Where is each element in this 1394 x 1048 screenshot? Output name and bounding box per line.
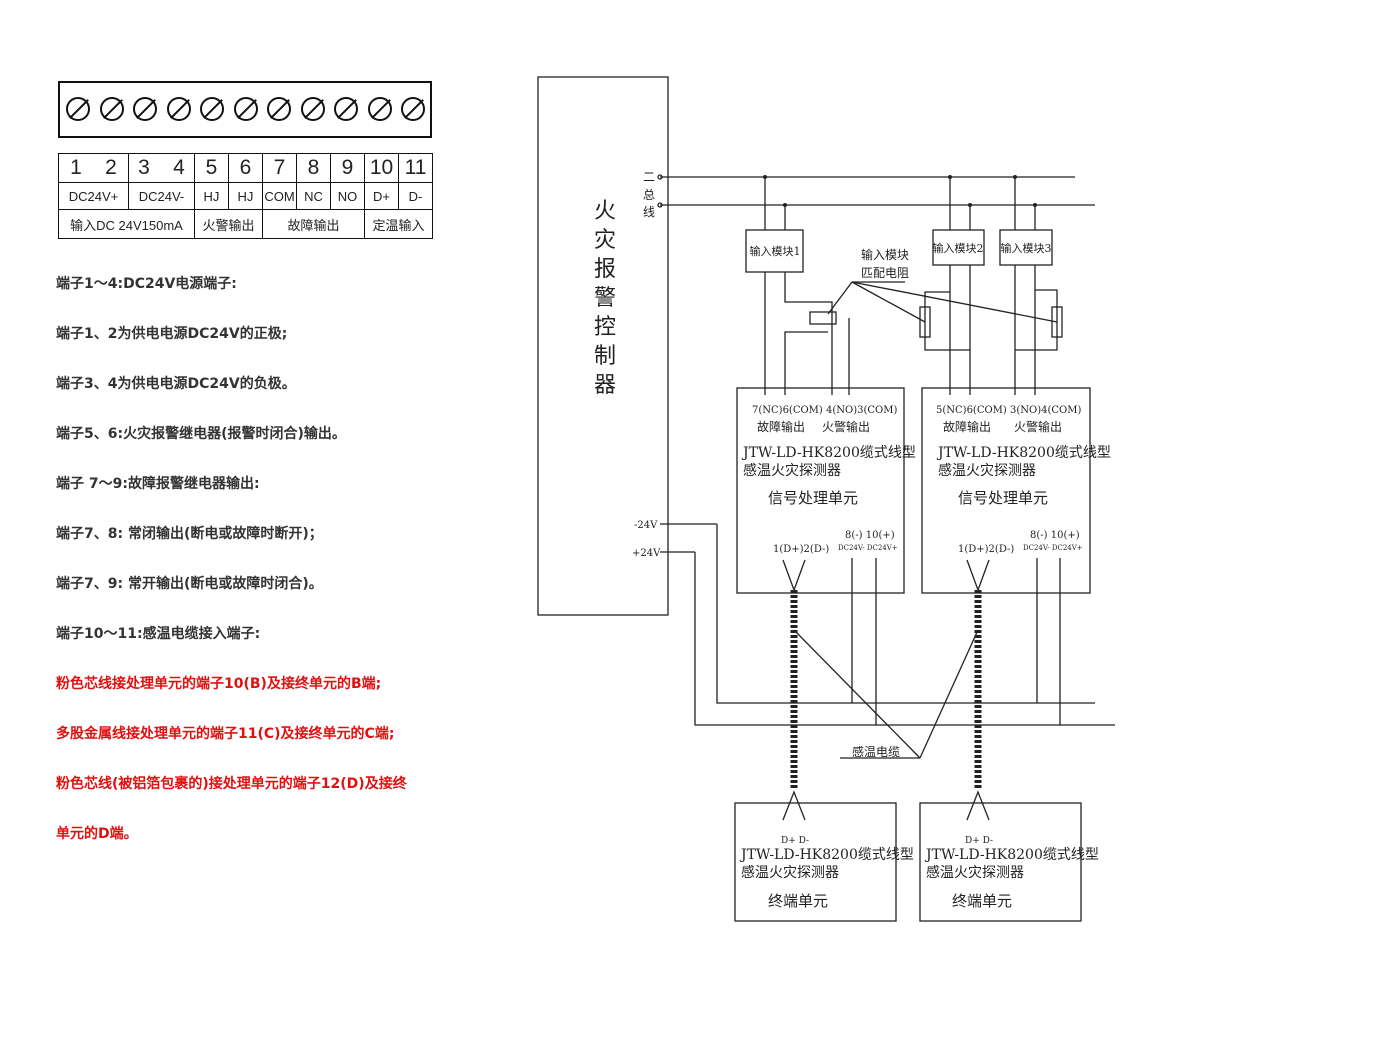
note-line: 端子1～4:DC24V电源端子:	[56, 276, 237, 292]
detector-name: JTW-LD-HK8200缆式线型	[936, 445, 1111, 461]
d-terminal-label: 1(D+)2(D-)	[773, 544, 829, 555]
controller-label-char: 制	[594, 344, 616, 369]
cable-label: 感温电缆	[852, 744, 900, 759]
plus-24v-label: +24V	[632, 548, 661, 559]
matching-resistor	[919, 306, 931, 338]
d-terminal-label: 1(D+)2(D-)	[958, 544, 1014, 555]
controller-label-char: 火	[594, 199, 616, 224]
processing-unit-left	[736, 387, 905, 594]
terminal-number-cell: 9	[330, 153, 365, 183]
terminal-screw-icon	[233, 97, 258, 121]
bus-terminal	[657, 202, 663, 208]
terminal-group-cell: 定温输入	[364, 209, 433, 239]
terminal-screw-icon	[133, 97, 157, 121]
note-line: 端子 7～9:故障报警继电器输出:	[56, 476, 260, 492]
terminal-number-cell: 11	[398, 153, 433, 183]
end-unit-left	[734, 802, 897, 922]
note-line: 端子10～11:感温电缆接入端子:	[56, 626, 261, 642]
terminal-screw-icon	[401, 97, 425, 121]
power-terminal-sub: DC24V- DC24V+	[1023, 544, 1083, 552]
controller-label-char: 控	[594, 315, 616, 340]
note-line-red: 单元的D端。	[56, 826, 138, 842]
note-line-red: 多股金属线接处理单元的端子11(C)及接终单元的C端;	[56, 726, 395, 742]
bus-label-char: 线	[643, 205, 655, 219]
controller-label-char: 警	[594, 286, 616, 311]
resistor-label: 匹配电阻	[861, 266, 909, 280]
power-terminal-label: 8(-) 10(+)	[845, 530, 895, 541]
fire-output-label: 火警输出	[1014, 419, 1062, 434]
input-module-2-box	[932, 229, 985, 266]
terminal-strip	[58, 81, 432, 138]
end-unit-right	[919, 802, 1082, 922]
input-module-1-box	[745, 229, 804, 273]
terminal-number-cell: 7	[262, 153, 297, 183]
minus-24v-label: -24V	[634, 520, 658, 531]
controller-label-char: 灾	[594, 228, 616, 253]
matching-resistor	[1051, 306, 1063, 338]
terminal-number-cell: 5	[194, 153, 229, 183]
terminal-screw-icon	[267, 97, 291, 121]
detector-name: 感温火灾探测器	[743, 462, 841, 479]
resistor-label: 输入模块	[861, 247, 909, 262]
detector-name: 感温火灾探测器	[926, 864, 1024, 881]
detector-name: JTW-LD-HK8200缆式线型	[924, 847, 1099, 863]
matching-resistor	[809, 311, 837, 325]
input-module-label: 输入模块1	[750, 244, 801, 258]
input-module-label: 输入模块3	[1001, 241, 1052, 255]
bus-terminal	[657, 174, 663, 180]
processing-unit-label: 信号处理单元	[958, 489, 1048, 507]
power-terminal-sub: DC24V- DC24V+	[838, 544, 898, 552]
note-line: 端子7、9: 常开输出(断电或故障时闭合)。	[56, 576, 323, 592]
terminal-group-cell: 故障输出	[262, 209, 365, 239]
fault-output-label: 故障输出	[943, 419, 991, 434]
terminal-number-cell: 3 4	[127, 153, 196, 183]
terminal-screw-icon	[66, 97, 90, 121]
fault-output-label: 故障输出	[757, 419, 805, 434]
note-line: 端子5、6:火灾报警继电器(报警时闭合)输出。	[56, 426, 346, 442]
terminal-signal-cell: D+	[364, 182, 399, 210]
bus-label-char: 总	[643, 188, 655, 202]
controller-label-char: 器	[594, 373, 616, 398]
processing-unit-right	[921, 387, 1091, 594]
detector-name: JTW-LD-HK8200缆式线型	[739, 847, 914, 863]
detector-name: 感温火灾探测器	[741, 864, 839, 881]
controller-label-char: 报	[594, 257, 616, 282]
detector-name: 感温火灾探测器	[938, 462, 1036, 479]
terminal-screw-icon	[334, 97, 358, 121]
unit-terminal-label: 5(NC)6(COM) 3(NO)4(COM)	[936, 405, 1081, 416]
note-line: 端子7、8: 常闭输出(断电或故障时断开)；	[56, 526, 323, 542]
controller-box	[537, 76, 669, 616]
end-unit-label: 终端单元	[952, 892, 1012, 910]
terminal-signal-cell: DC24V+	[58, 182, 129, 210]
terminal-group-cell: 输入DC 24V150mA	[58, 209, 195, 239]
terminal-signal-cell: D-	[398, 182, 433, 210]
unit-terminal-label: 7(NC)6(COM) 4(NO)3(COM)	[752, 405, 897, 416]
end-d-terminal-label: D+ D-	[781, 836, 809, 846]
terminal-group-cell: 火警输出	[194, 209, 263, 239]
note-line: 端子1、2为供电电源DC24V的正极;	[56, 326, 288, 342]
terminal-table: 1 2 3 4 5 6 7 8 9 10 11 DC24V+ DC24V- HJ…	[58, 153, 433, 239]
terminal-screw-icon	[367, 97, 392, 121]
input-module-label: 输入模块2	[933, 241, 984, 255]
note-line-red: 粉色芯线接处理单元的端子10(B)及接终单元的B端;	[56, 676, 382, 692]
end-d-terminal-label: D+ D-	[965, 836, 993, 846]
input-module-3-box	[999, 229, 1053, 266]
note-line: 端子3、4为供电电源DC24V的负极。	[56, 376, 296, 392]
terminal-screw-icon	[300, 97, 325, 121]
power-terminal-label: 8(-) 10(+)	[1030, 530, 1080, 541]
processing-unit-label: 信号处理单元	[768, 489, 858, 507]
terminal-screw-icon	[166, 97, 191, 121]
note-line-red: 粉色芯线(被铝箔包裹的)接处理单元的端子12(D)及接终	[56, 776, 407, 792]
terminal-screw-icon	[200, 97, 224, 121]
terminal-screw-icon	[99, 97, 124, 121]
end-unit-label: 终端单元	[768, 892, 828, 910]
fire-output-label: 火警输出	[822, 419, 870, 434]
bus-label-char: 二	[643, 170, 655, 184]
detector-name: JTW-LD-HK8200缆式线型	[741, 445, 916, 461]
terminal-signal-cell: DC24V-	[127, 182, 196, 210]
